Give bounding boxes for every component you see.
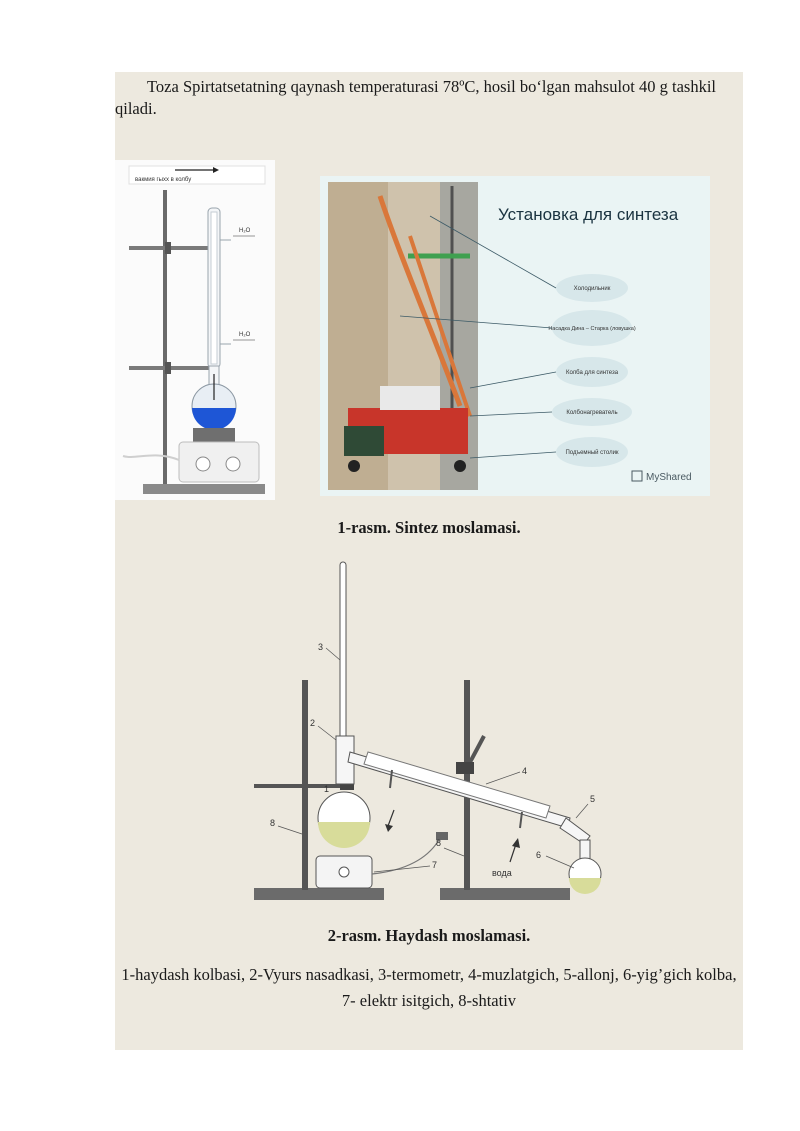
photo-title: Установка для синтеза: [498, 205, 679, 224]
intro-paragraph-text: Toza Spirtatsetatning qaynash temperatur…: [115, 77, 716, 118]
svg-text:Насадка Дина – Старка (ловушка: Насадка Дина – Старка (ловушка): [548, 326, 636, 332]
synthesis-setup-photo: Установка для синтеза Холодильник Насадк…: [320, 176, 710, 496]
water-label: вода: [492, 868, 512, 878]
label-number-6: 6: [536, 850, 541, 860]
label-number-1: 1: [324, 784, 329, 794]
watermark-text: MyShared: [646, 472, 692, 483]
label-number-5: 5: [590, 794, 595, 804]
label-heating-mantle: Колбонагреватель: [469, 398, 632, 426]
label-number-8-left: 8: [270, 818, 275, 828]
reflux-setup-image: вакмия гыхх в колбу H₂O H₂O: [115, 160, 275, 500]
label-number-2: 2: [310, 718, 315, 728]
label-number-3: 3: [318, 642, 323, 652]
figure1-caption: 1-rasm. Sintez moslamasi.: [337, 518, 521, 537]
h2o-out-label: H₂O: [239, 228, 251, 234]
label-number-8-right: 8: [436, 838, 441, 848]
distillation-setup-diagram: вода 3 2 1 4 5 6 7 8 8: [240, 556, 620, 906]
label-condenser: Холодильник: [429, 215, 628, 302]
intro-paragraph: Toza Spirtatsetatning qaynash temperatur…: [115, 76, 755, 120]
figure2-caption: 2-rasm. Haydash moslamasi.: [327, 926, 531, 945]
label-dean-stark: Насадка Дина – Старка (ловушка): [399, 310, 636, 346]
svg-text:Колба для синтеза: Колба для синтеза: [566, 370, 619, 376]
svg-text:Подъемный столик: Подъемный столик: [565, 449, 618, 456]
banner-text: вакмия гыхх в колбу: [135, 177, 191, 183]
label-lift-table: Подъемный столик: [469, 437, 628, 467]
label-synthesis-flask: Колба для синтеза: [469, 357, 628, 389]
h2o-in-label: H₂O: [239, 332, 251, 338]
svg-text:Холодильник: Холодильник: [574, 286, 611, 292]
label-number-4: 4: [522, 766, 527, 776]
figure2-legend: 1-haydash kolbasi, 2-Vyurs nasadkasi, 3-…: [121, 965, 737, 1010]
svg-text:Колбонагреватель: Колбонагреватель: [566, 410, 617, 416]
label-number-7: 7: [432, 860, 437, 870]
